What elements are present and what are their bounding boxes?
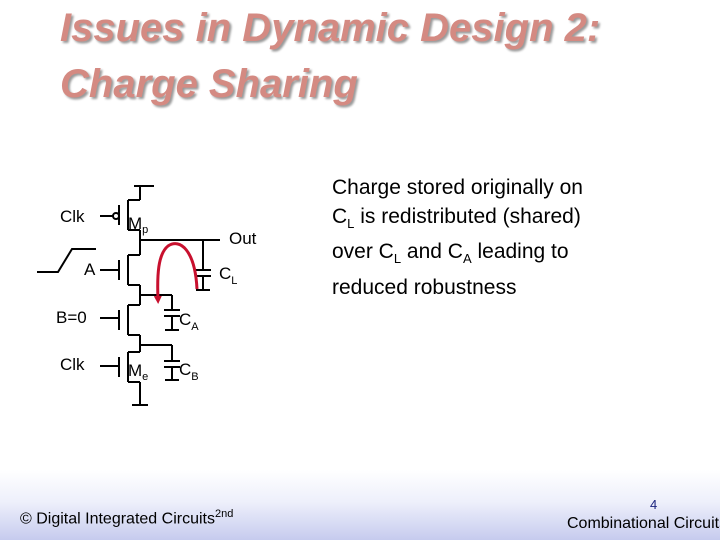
description-line-3: over CL and CA leading to [332, 240, 569, 267]
b-label: B=0 [56, 308, 87, 327]
description-line-2: CL is redistributed (shared) [332, 204, 581, 231]
me-label: Me [128, 361, 148, 383]
slide-title-line-1: Issues in Dynamic Design 2: [60, 6, 601, 50]
charge-sharing-description: Charge stored originally on CL is redist… [332, 174, 632, 302]
slide-title-line-2: Charge Sharing [60, 62, 358, 106]
footer-bar [0, 470, 720, 540]
footer-copyright: © Digital Integrated Circuits2nd [20, 508, 234, 528]
page-number: 4 [650, 497, 658, 512]
clk-bottom-label: Clk [60, 355, 85, 374]
description-line-1: Charge stored originally on [332, 176, 583, 199]
clk-top-label: Clk [60, 207, 85, 226]
a-input-waveform [37, 248, 96, 273]
slide-title: Issues in Dynamic Design 2: Charge Shari… [60, 0, 710, 112]
a-label: A [84, 260, 96, 279]
cb-label: CB [179, 360, 199, 383]
footer-chapter-title: Combinational Circuits [567, 515, 720, 532]
description-line-4: reduced robustness [332, 275, 517, 299]
mp-gate-bubble [112, 212, 120, 220]
circuit-wiring [37, 185, 220, 406]
mp-label: Mp [128, 214, 148, 236]
dynamic-gate-circuit-diagram: Clk Mp Out A CL B=0 CA Clk Me CB [37, 185, 257, 406]
ca-label: CA [179, 310, 199, 333]
out-label: Out [229, 229, 257, 248]
cl-label: CL [219, 264, 237, 287]
charge-sharing-arrow [153, 242, 199, 304]
